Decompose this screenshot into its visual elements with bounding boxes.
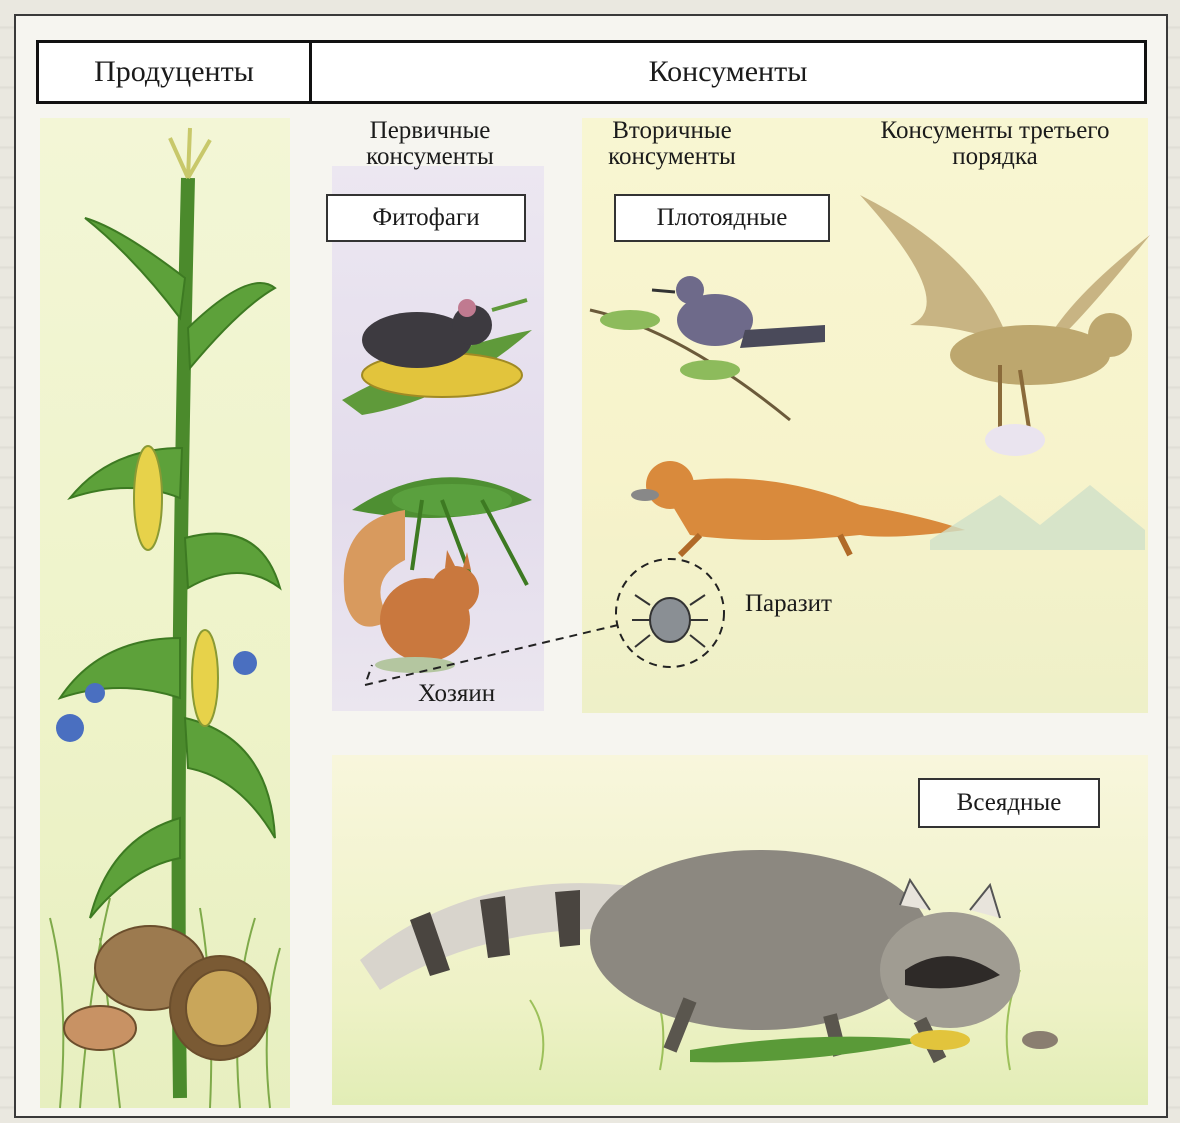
- mouse-illustration: [332, 290, 544, 420]
- header-consumers: Консументы: [309, 40, 1147, 104]
- mountains: [930, 480, 1145, 550]
- corn-tassel: [170, 128, 210, 178]
- parasite-label: Паразит: [745, 590, 832, 618]
- header-consumers-label: Консументы: [649, 55, 808, 89]
- primary-consumers-heading: Первичные консументы: [325, 118, 535, 170]
- host-link-line: [365, 625, 618, 685]
- bird-illustration: [590, 270, 840, 420]
- header-producers-label: Продуценты: [94, 55, 254, 89]
- tick-icon: [632, 595, 708, 647]
- carnivores-label: Плотоядные: [657, 204, 788, 232]
- phytophages-box: Фитофаги: [326, 194, 526, 242]
- phytophages-label: Фитофаги: [372, 204, 479, 232]
- host-label: Хозяин: [418, 680, 495, 708]
- carnivores-box: Плотоядные: [614, 194, 830, 242]
- secondary-consumers-heading: Вторичные консументы: [572, 118, 772, 170]
- header-producers: Продуценты: [36, 40, 312, 104]
- corn-plant-illustration: [40, 118, 290, 1108]
- parasite-illustration: [360, 555, 740, 690]
- falcon-illustration: [860, 195, 1150, 475]
- walnuts: [64, 926, 270, 1060]
- tertiary-consumers-heading: Консументы третьего порядка: [850, 118, 1140, 170]
- raccoon-illustration: [360, 800, 1110, 1070]
- corn-leaves: [60, 218, 280, 918]
